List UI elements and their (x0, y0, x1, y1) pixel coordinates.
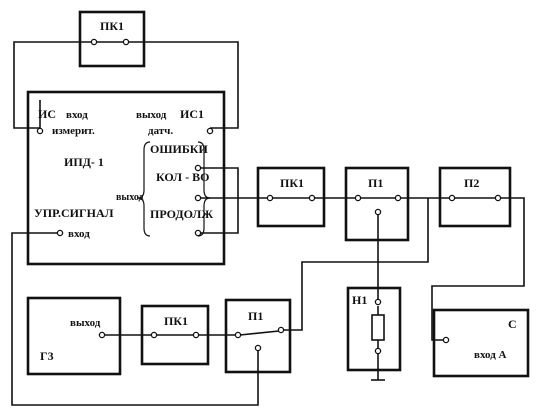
ipd-ctrl-pin (56, 229, 64, 237)
pk1-mid-pin-right (308, 194, 316, 202)
ipd-errors-label: ОШИБКИ (150, 142, 208, 156)
h1-pin-bottom (374, 347, 382, 355)
ipd-duration-label: ПРОДОЛЖ (150, 207, 213, 221)
wires (11, 41, 525, 406)
p1-bottom-pin-right (277, 326, 285, 334)
p2-pin-left (448, 194, 456, 202)
p1-bottom-label: П1 (248, 309, 263, 323)
p1-mid-pin-center (374, 208, 382, 216)
wire-branch-to-p1-bottom (281, 198, 429, 331)
ipd-sensor-label: датч. (148, 125, 173, 137)
wire-errors-return (198, 167, 239, 198)
ipd-errors-pin (194, 164, 202, 172)
ipd-count-label: КОЛ - ВО (156, 170, 209, 184)
block-p1-mid: П1 (344, 166, 410, 242)
ipd-meas-label: измерит. (52, 125, 95, 137)
p1-mid-label: П1 (368, 176, 383, 190)
pk1-bottom-pin-right (192, 331, 200, 339)
block-pk1-bottom: ПК1 (140, 304, 210, 366)
pk1-mid-label: ПК1 (280, 176, 304, 190)
ipd-left-brace (137, 141, 151, 237)
ipd-name: ИПД- 1 (64, 155, 104, 169)
g3-out-label: выход (70, 317, 101, 329)
block-pk1-top: ПК1 (78, 10, 146, 68)
pk1-bottom-pin-left (150, 331, 158, 339)
c-name: С (508, 317, 517, 331)
ipd-out-label: выход (136, 109, 167, 121)
ipd-count-pin (194, 194, 202, 202)
pk1-mid-pin-left (266, 194, 274, 202)
g3-out-pin (98, 331, 106, 339)
pk1-top-label: ПК1 (100, 19, 124, 33)
p1-mid-pin-left (354, 194, 362, 202)
h1-resistor (371, 314, 385, 341)
ipd-is1-label: ИС1 (180, 107, 204, 121)
c-in-label: вход А (474, 349, 507, 361)
p1-mid-pin-right (394, 194, 402, 202)
block-ipd-1: ИС вход выход ИС1 измерит. датч. ИПД- 1 … (26, 90, 226, 266)
pk1-bottom-label: ПК1 (164, 314, 188, 328)
ipd-right-brace (197, 141, 211, 237)
block-h1: Н1 (346, 286, 402, 372)
g3-name: Г3 (40, 349, 54, 363)
ipd-meas-pin (36, 127, 44, 135)
ipd-duration-pin (194, 229, 202, 237)
wire-pk1-top-left (13, 41, 94, 129)
h1-pin-top (374, 298, 382, 306)
wire-p1-to-ctrl-input (11, 232, 259, 406)
block-pk1-mid: ПК1 (256, 166, 326, 228)
p1-bottom-pin-left (234, 331, 242, 339)
c-input-pin (442, 336, 450, 344)
p1-bottom-pin-center (254, 344, 262, 352)
ipd-ctrl-label: УПР.СИГНАЛ (34, 206, 114, 220)
block-g3: выход Г3 (26, 296, 122, 376)
p2-label: П2 (464, 176, 479, 190)
p2-pin-right (494, 194, 502, 202)
ipd-out2-label: выход (116, 192, 144, 203)
block-c: С вход А (432, 308, 530, 378)
pk1-top-pin-left (90, 38, 98, 46)
pk1-top-pin-right (122, 38, 130, 46)
h1-label: Н1 (352, 293, 367, 307)
ipd-ctrl-in-label: вход (68, 228, 90, 240)
ipd-is-label: ИС (38, 107, 56, 121)
ipd-in-label: вход (66, 109, 88, 121)
wire-duration-return (198, 198, 239, 234)
ipd-sensor-pin (206, 127, 214, 135)
block-p2: П2 (438, 166, 512, 228)
block-p1-bottom: П1 (224, 298, 292, 374)
